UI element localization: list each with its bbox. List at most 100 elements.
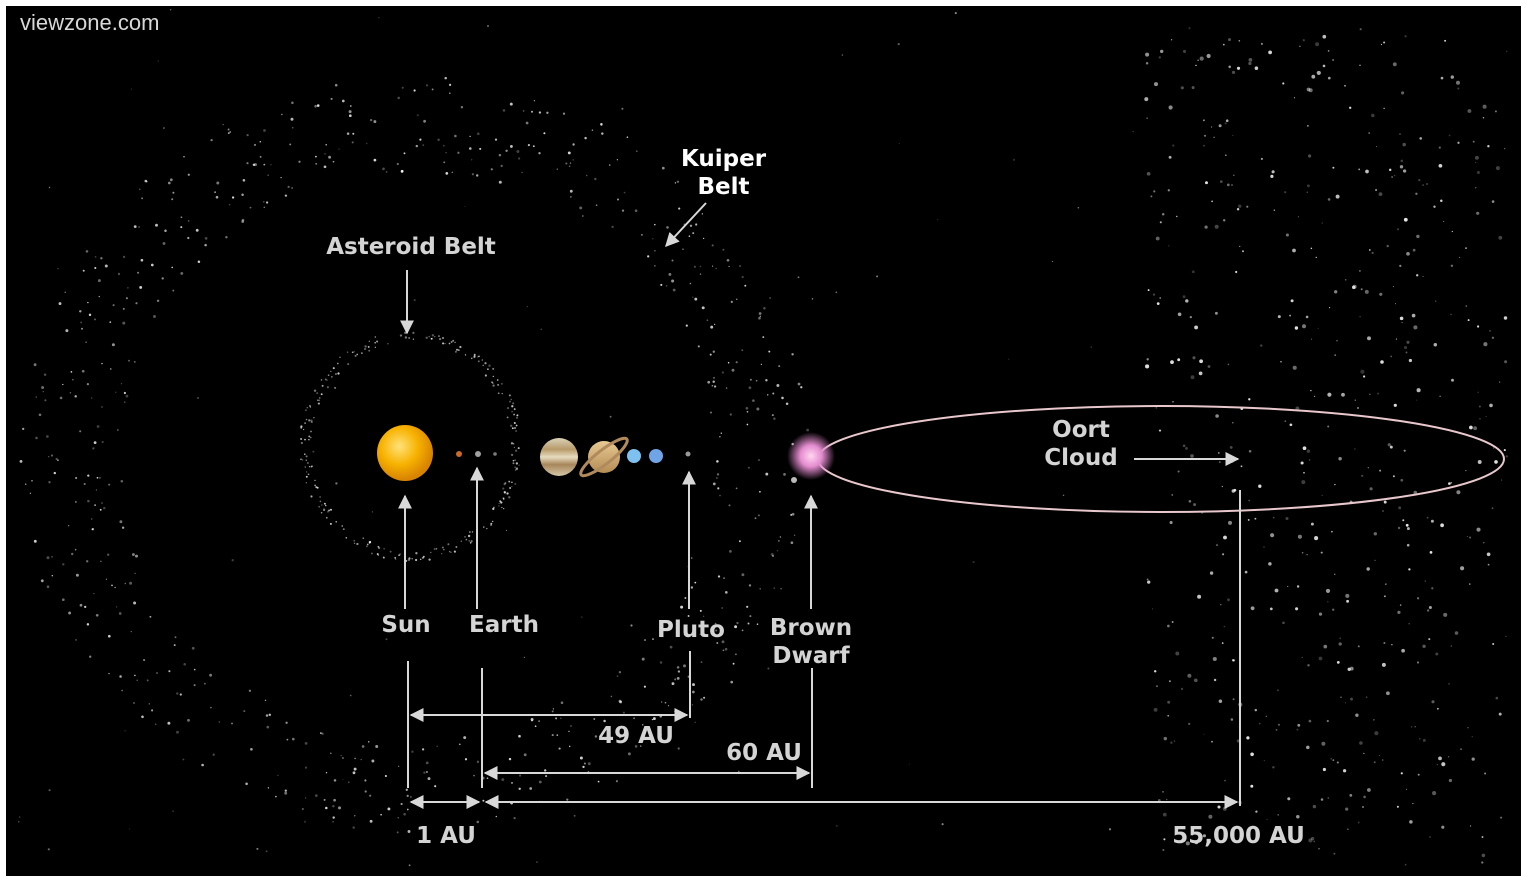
star	[75, 573, 79, 577]
star	[316, 392, 319, 395]
star	[1406, 543, 1410, 547]
star	[1277, 839, 1279, 842]
star	[618, 671, 622, 674]
star	[706, 319, 709, 322]
star	[1268, 50, 1272, 55]
star	[1167, 714, 1170, 717]
star	[1323, 644, 1328, 649]
star	[1170, 360, 1174, 364]
star	[1406, 340, 1410, 344]
star	[512, 459, 515, 462]
star	[1237, 204, 1242, 208]
star	[513, 426, 517, 430]
star	[354, 815, 356, 817]
star	[75, 501, 77, 503]
star	[1307, 664, 1310, 667]
star	[1441, 762, 1446, 767]
star	[243, 710, 246, 713]
star	[1467, 109, 1472, 113]
star	[1371, 113, 1375, 118]
star	[1345, 593, 1350, 598]
star	[475, 174, 479, 177]
star	[1213, 136, 1215, 139]
star	[133, 225, 137, 228]
star	[1316, 70, 1321, 75]
star	[1416, 399, 1418, 401]
star	[569, 162, 572, 164]
star	[654, 265, 656, 267]
star	[1292, 248, 1296, 253]
star	[1465, 247, 1467, 249]
star	[954, 12, 957, 15]
star	[1406, 527, 1410, 531]
star	[1235, 270, 1238, 274]
star	[329, 522, 332, 525]
star	[1145, 52, 1150, 57]
star	[762, 336, 765, 339]
star	[137, 271, 140, 274]
star	[1336, 761, 1339, 764]
star	[1163, 838, 1166, 841]
star	[346, 132, 350, 135]
star	[490, 522, 493, 525]
star	[101, 502, 103, 504]
star	[756, 623, 759, 626]
star	[1062, 494, 1065, 497]
star	[1400, 478, 1404, 482]
star	[41, 386, 45, 389]
earth-icon	[475, 451, 481, 457]
star	[545, 775, 548, 778]
sun-icon	[377, 425, 433, 481]
star	[490, 524, 493, 527]
star	[268, 713, 272, 717]
star	[1175, 651, 1180, 656]
star	[57, 267, 59, 270]
star	[594, 177, 597, 181]
star	[444, 76, 447, 80]
star	[1207, 365, 1211, 368]
star	[1155, 236, 1160, 241]
star	[83, 482, 86, 486]
star	[546, 111, 549, 114]
star	[616, 159, 619, 161]
star	[1227, 363, 1230, 366]
star	[107, 634, 111, 638]
star	[323, 798, 326, 801]
star	[457, 349, 460, 352]
star	[640, 233, 643, 236]
star	[728, 265, 730, 268]
star	[1162, 812, 1167, 817]
star	[486, 24, 490, 28]
star	[579, 756, 583, 760]
star	[1194, 325, 1199, 330]
star	[1334, 290, 1338, 294]
star	[422, 144, 425, 147]
star	[529, 787, 533, 790]
star	[754, 517, 757, 520]
star	[443, 549, 445, 551]
star	[1203, 733, 1205, 735]
star	[1476, 527, 1481, 532]
star	[501, 778, 505, 782]
star	[123, 255, 126, 258]
star	[1487, 563, 1490, 566]
star	[510, 398, 512, 401]
star	[1275, 729, 1278, 731]
star	[724, 591, 728, 594]
star	[508, 757, 512, 761]
star	[383, 548, 385, 550]
star	[1422, 275, 1424, 277]
star	[321, 504, 323, 506]
star	[1491, 336, 1495, 339]
star	[1277, 315, 1281, 319]
star	[1499, 381, 1501, 383]
star	[551, 734, 554, 737]
star	[323, 509, 325, 511]
star	[716, 473, 720, 476]
star	[241, 220, 245, 223]
star	[1231, 659, 1235, 662]
star	[139, 188, 141, 191]
star	[1150, 195, 1153, 198]
star	[376, 553, 379, 555]
star	[1287, 585, 1289, 587]
